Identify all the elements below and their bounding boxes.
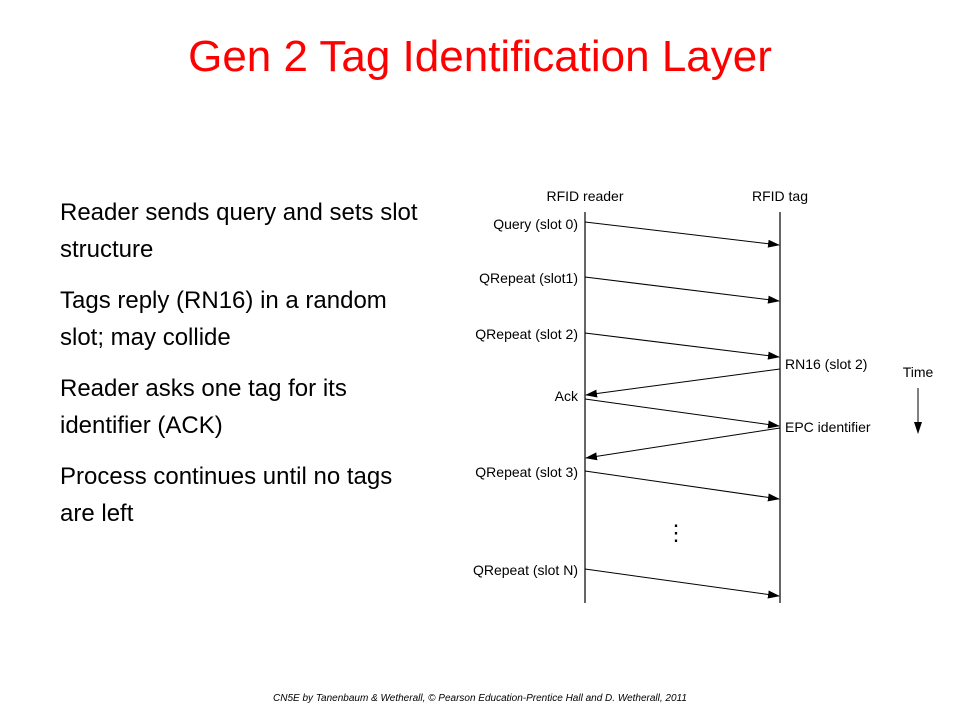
- message-label: QRepeat (slot 2): [475, 326, 578, 342]
- message-arrow: [584, 276, 780, 304]
- message-label: EPC identifier: [785, 419, 871, 435]
- tag-lifeline-label: RFID tag: [752, 188, 808, 204]
- message-label: Query (slot 0): [493, 216, 578, 232]
- message-label: QRepeat (slot N): [473, 562, 578, 578]
- message-arrow: [584, 332, 780, 360]
- message-arrow: [585, 427, 781, 461]
- message-arrow: [585, 368, 781, 398]
- message-arrow: [584, 221, 780, 248]
- message-arrow: [584, 568, 780, 599]
- bullet-item: Process continues until no tags are left: [60, 463, 393, 527]
- message-arrow: [584, 470, 780, 502]
- message-label: RN16 (slot 2): [785, 356, 867, 372]
- message-arrow: [584, 398, 780, 429]
- ellipsis-icon: ⋮: [665, 520, 687, 545]
- slide-title: Gen 2 Tag Identification Layer: [188, 32, 772, 81]
- reader-lifeline-label: RFID reader: [546, 188, 623, 204]
- message-label: QRepeat (slot1): [479, 270, 578, 286]
- message-label: QRepeat (slot 3): [475, 464, 578, 480]
- message-label: Ack: [555, 388, 579, 404]
- bullet-item: Tags reply (RN16) in a random slot; may …: [60, 287, 387, 351]
- bullet-item: Reader asks one tag for its identifier (…: [60, 375, 347, 439]
- copyright-footer: CN5E by Tanenbaum & Wetherall, © Pearson…: [273, 693, 687, 704]
- bullet-item: Reader sends query and sets slot structu…: [60, 199, 418, 263]
- bullet-list: Reader sends query and sets slot structu…: [60, 194, 420, 546]
- time-axis-label: Time: [903, 364, 934, 380]
